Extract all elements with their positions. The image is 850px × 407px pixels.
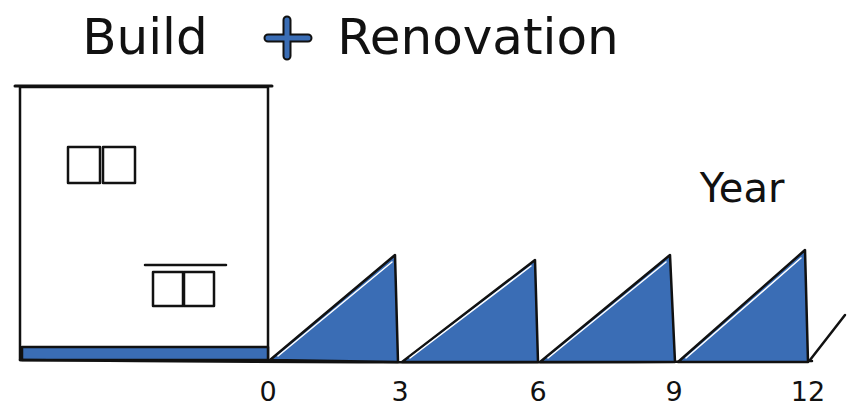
plus-sign-fill <box>268 20 308 56</box>
window-ledge <box>145 264 226 267</box>
window <box>153 272 183 306</box>
tick-label: 12 <box>791 378 825 405</box>
window <box>68 147 100 183</box>
highlight <box>278 258 801 358</box>
title-word: Renovation <box>337 12 619 62</box>
plus-sign <box>268 20 308 56</box>
roof-line <box>15 85 272 88</box>
tick-label: 9 <box>665 378 682 405</box>
tick-label: 3 <box>391 378 408 405</box>
tick-label: 6 <box>529 378 546 405</box>
title-word: Build <box>82 12 208 62</box>
axis-label: Year <box>700 168 785 208</box>
building <box>20 87 268 360</box>
tick-label: 0 <box>259 378 276 405</box>
window <box>184 272 214 306</box>
building-base <box>22 347 268 360</box>
renovation-ramp <box>678 250 808 362</box>
window <box>103 147 135 183</box>
renovation-ramp-start <box>810 315 845 360</box>
